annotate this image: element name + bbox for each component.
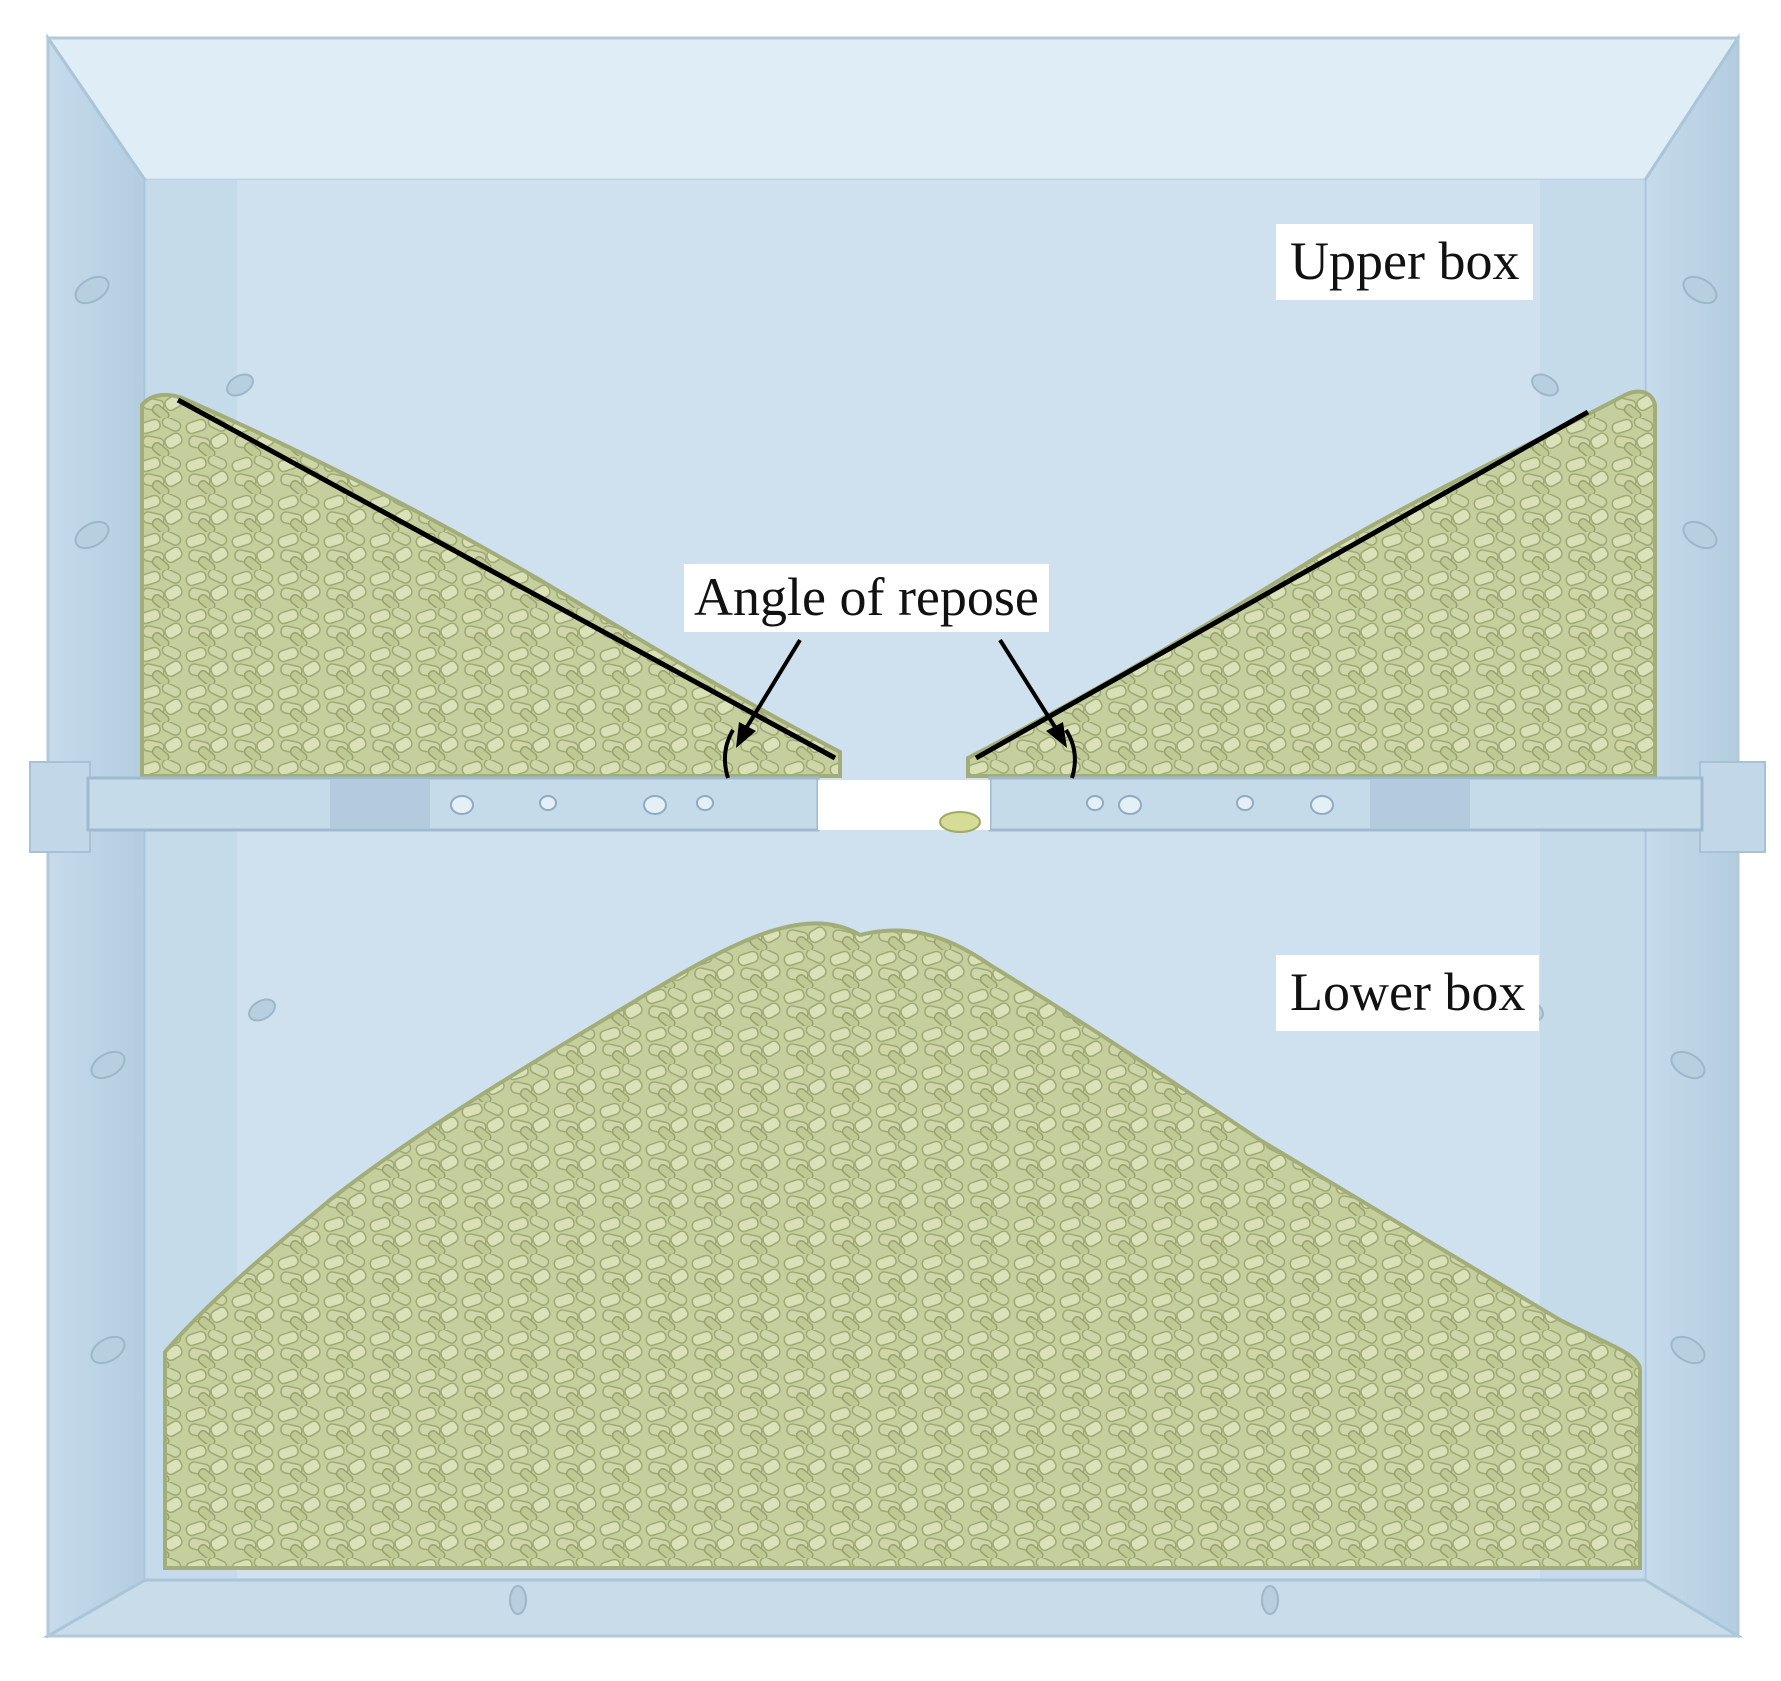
plate-hole bbox=[643, 795, 667, 815]
bolt-hole bbox=[74, 275, 110, 305]
divider-right-plate bbox=[988, 776, 1704, 832]
plate-hole bbox=[539, 795, 557, 811]
right-arrowhead bbox=[1046, 722, 1067, 748]
plate-hole bbox=[696, 795, 714, 811]
falling-particle bbox=[939, 811, 981, 833]
right-angle-arc bbox=[1064, 728, 1077, 779]
bolt-hole bbox=[1261, 1585, 1279, 1615]
plate-hole bbox=[1310, 795, 1334, 815]
bolt-hole bbox=[1682, 275, 1718, 305]
angle-of-repose-label: Angle of repose bbox=[684, 564, 1049, 632]
upper-box-label: Upper box bbox=[1276, 224, 1534, 300]
lower-pile-shape bbox=[163, 921, 1642, 1570]
bolt-hole bbox=[226, 373, 254, 397]
bolt-hole bbox=[90, 1050, 126, 1080]
wall-bolts bbox=[74, 275, 1718, 1615]
upper-left-particle-pile bbox=[140, 392, 842, 778]
plate-holes bbox=[450, 795, 1334, 815]
lower-box-label: Lower box bbox=[1276, 955, 1540, 1031]
upper-left-pile-shape bbox=[140, 392, 842, 778]
box-top-rim bbox=[45, 36, 1741, 182]
bolt-hole bbox=[1670, 1335, 1706, 1365]
bolt-hole bbox=[1682, 520, 1718, 550]
right-angle-arrow bbox=[998, 638, 1062, 737]
left-arrowhead bbox=[736, 722, 756, 748]
divider-left-block bbox=[330, 780, 430, 828]
plate-hole bbox=[1236, 795, 1254, 811]
divider-left-flange bbox=[29, 761, 91, 853]
plate-hole bbox=[1118, 795, 1142, 815]
left-repose-line bbox=[176, 397, 837, 761]
box-floor bbox=[42, 1578, 1744, 1638]
bolt-hole bbox=[1670, 1050, 1706, 1080]
bolt-hole bbox=[248, 998, 276, 1022]
plate-hole bbox=[450, 795, 474, 815]
right-repose-line bbox=[974, 409, 1590, 761]
divider-plate bbox=[29, 761, 1766, 853]
bolt-hole bbox=[74, 520, 110, 550]
divider-right-block bbox=[1370, 780, 1470, 828]
bolt-hole bbox=[90, 1335, 126, 1365]
plate-hole bbox=[1086, 795, 1104, 811]
left-angle-arrow bbox=[740, 638, 802, 737]
bolt-hole bbox=[509, 1585, 527, 1615]
bolt-hole bbox=[1531, 373, 1559, 397]
left-angle-arc bbox=[722, 728, 735, 779]
lower-particle-pile bbox=[163, 921, 1642, 1570]
divider-right-flange bbox=[1699, 761, 1766, 853]
